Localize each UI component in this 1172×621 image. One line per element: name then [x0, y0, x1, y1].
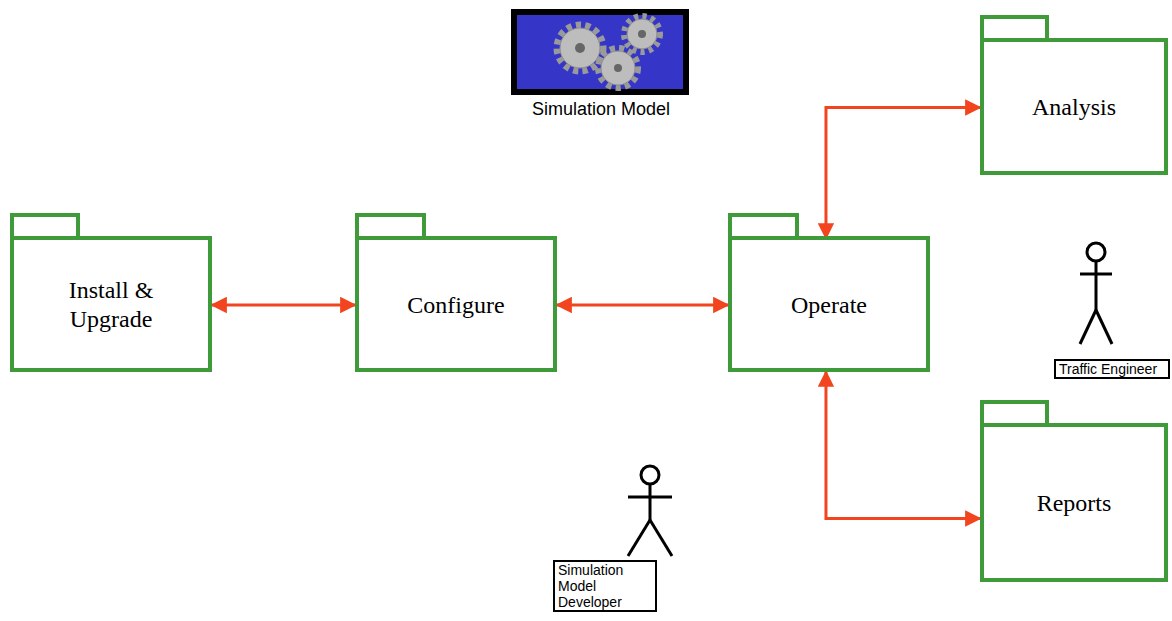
actor-name: Traffic Engineer	[1054, 359, 1170, 379]
package-name: Reports	[1037, 489, 1112, 518]
package-label: Operate	[728, 238, 930, 372]
flow-arrow	[212, 304, 355, 307]
icon-frame	[514, 12, 686, 92]
package-label: Analysis	[980, 40, 1168, 175]
package-label: Configure	[355, 238, 557, 372]
package-box: Reports	[980, 400, 1168, 582]
traffic-engineer-actor	[1080, 243, 1112, 344]
package-label: Install & Upgrade	[10, 238, 212, 372]
gears	[558, 17, 659, 87]
package-name: Install & Upgrade	[41, 276, 181, 334]
package-name: Configure	[407, 291, 504, 320]
package-name: Operate	[791, 291, 867, 320]
actor-name: Simulation Model Developer	[553, 560, 657, 612]
package-box: Install & Upgrade	[10, 213, 212, 372]
flow-arrow	[826, 372, 980, 519]
developer-actor	[628, 466, 672, 556]
package-box: Analysis	[980, 15, 1168, 175]
simulation-model-icon	[514, 12, 686, 92]
package-box: Configure	[355, 213, 557, 372]
flow-arrow	[826, 108, 980, 239]
package-name: Analysis	[1032, 93, 1116, 122]
package-label: Reports	[980, 425, 1168, 582]
icon-caption: Simulation Model	[506, 99, 696, 120]
flow-arrow	[557, 304, 728, 307]
package-box: Operate	[728, 213, 930, 372]
